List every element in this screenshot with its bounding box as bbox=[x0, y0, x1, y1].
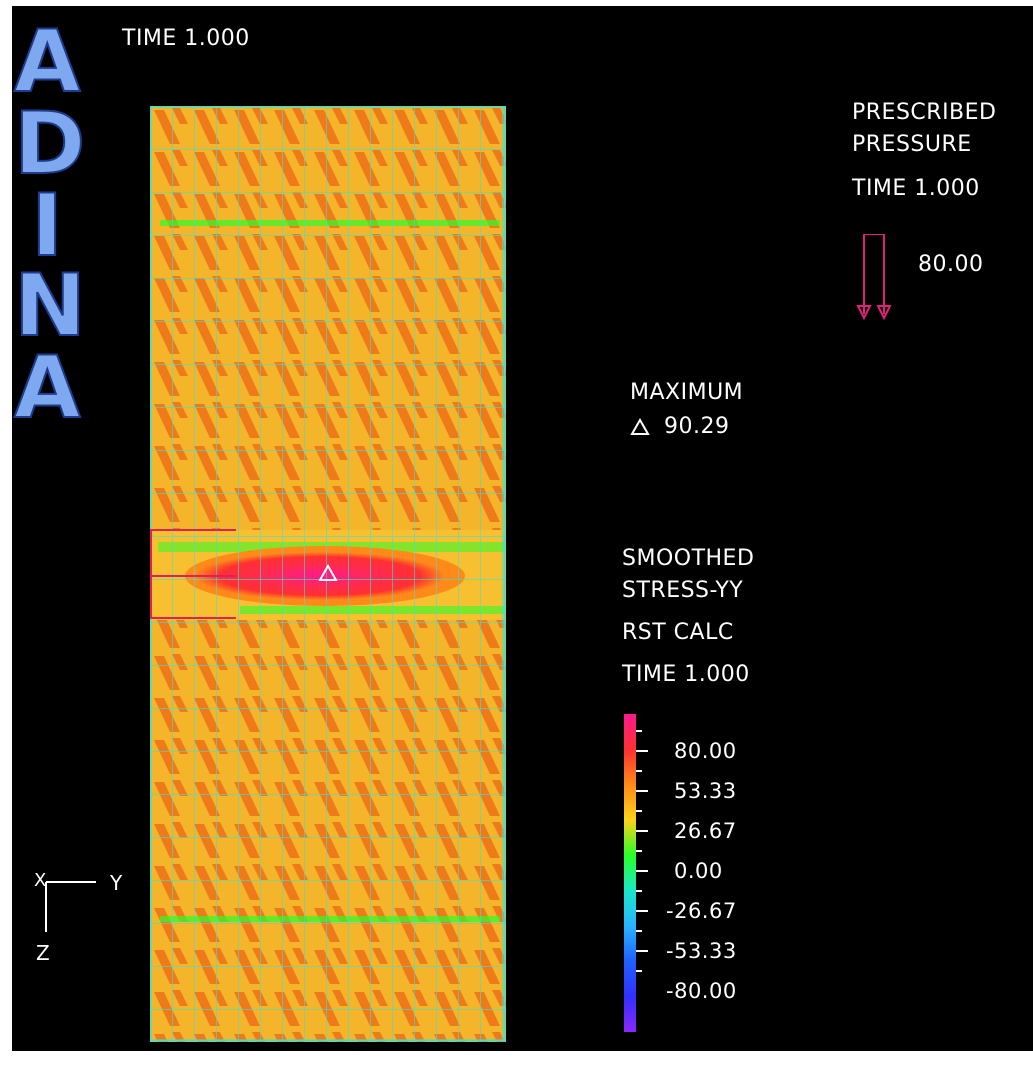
scale-label: 0.00 bbox=[674, 859, 723, 883]
triangle-marker-icon bbox=[630, 418, 650, 435]
pressure-arrow-icon bbox=[856, 234, 892, 321]
scale-tick bbox=[636, 970, 642, 972]
scale-tick bbox=[636, 830, 648, 832]
scale-label: 53.33 bbox=[674, 779, 737, 803]
pressure-time: TIME 1.000 bbox=[852, 176, 980, 201]
scale-tick bbox=[636, 790, 648, 792]
scale-label: -53.33 bbox=[666, 939, 737, 963]
scale-label: -80.00 bbox=[666, 979, 737, 1003]
scale-tick bbox=[636, 930, 642, 932]
time-label: TIME 1.000 bbox=[122, 26, 250, 51]
crack-outline bbox=[150, 529, 236, 619]
plot-canvas: A D I N A TIME 1.000 bbox=[12, 6, 1033, 1051]
maximum-value: 90.29 bbox=[664, 414, 730, 439]
scale-tick bbox=[636, 950, 648, 952]
scale-label: 80.00 bbox=[674, 739, 737, 763]
maximum-marker-icon bbox=[318, 563, 338, 581]
logo-letter-a: A bbox=[13, 12, 82, 112]
axis-z-label: Z bbox=[36, 941, 51, 965]
scale-tick bbox=[636, 750, 648, 752]
pressure-title-2: PRESSURE bbox=[852, 132, 972, 157]
scale-label: 26.67 bbox=[674, 819, 737, 843]
scale-tick bbox=[636, 730, 642, 732]
maximum-title: MAXIMUM bbox=[630, 380, 744, 405]
pressure-value: 80.00 bbox=[918, 252, 984, 277]
logo-letter-i: I bbox=[30, 176, 64, 276]
logo-letter-d: D bbox=[13, 94, 86, 194]
axis-origin-label: X bbox=[34, 870, 47, 891]
color-scale-bar bbox=[624, 714, 636, 1032]
result-title-1: SMOOTHED bbox=[622, 546, 755, 571]
result-title-3: RST CALC bbox=[622, 620, 734, 645]
logo-letter-n: N bbox=[13, 256, 87, 356]
scale-tick bbox=[636, 870, 648, 872]
finite-element-mesh bbox=[150, 106, 506, 1042]
scale-tick bbox=[636, 850, 642, 852]
scale-tick bbox=[636, 810, 642, 812]
axis-y-label: Y bbox=[110, 871, 123, 895]
pressure-title-1: PRESCRIBED bbox=[852, 100, 997, 125]
scale-tick bbox=[636, 910, 648, 912]
scale-tick bbox=[636, 770, 642, 772]
scale-tick bbox=[636, 890, 642, 892]
axes-triad bbox=[45, 881, 96, 932]
result-time: TIME 1.000 bbox=[622, 662, 750, 687]
scale-label: -26.67 bbox=[666, 899, 737, 923]
element-grid bbox=[150, 106, 506, 1042]
result-title-2: STRESS-YY bbox=[622, 578, 744, 603]
logo-letter-a2: A bbox=[13, 338, 82, 438]
